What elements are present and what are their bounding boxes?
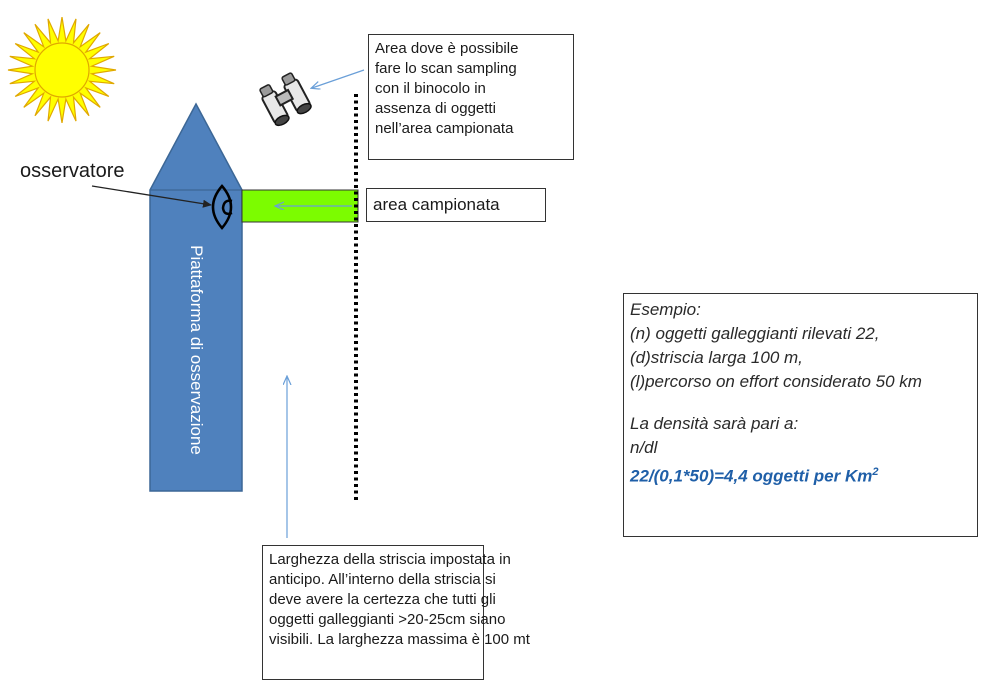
density-result-exponent: 2 (872, 466, 879, 478)
note-line: deve avere la certezza che tutti gli (269, 591, 496, 608)
sun-icon (7, 17, 117, 123)
example-line: (d)striscia larga 100 m, (630, 348, 803, 367)
example-line: (l)percorso on effort considerato 50 km (630, 372, 922, 391)
sampled-area-text: area campionata (373, 195, 500, 214)
eye-icon (211, 184, 233, 230)
example-heading: Esempio: (630, 300, 701, 319)
density-result-text: 22/(0,1*50)=4,4 oggetti per Km (630, 466, 873, 486)
density-formula: n/dl (630, 438, 658, 457)
note-line: oggetti galleggianti >20-25cm siano (269, 611, 506, 628)
note-line: con il binocolo in (375, 80, 486, 97)
density-heading: La densità sarà pari a: (630, 414, 799, 433)
platform-label: Piattaforma di osservazione (187, 245, 206, 455)
note-line: visibili. La larghezza massima è 100 mt (269, 631, 530, 648)
note-line: Area dove è possibile (375, 40, 519, 57)
example-line: (n) oggetti galleggianti rilevati 22, (630, 324, 880, 343)
note-line: assenza di oggetti (375, 100, 496, 117)
observer-label: osservatore (20, 160, 125, 182)
note-line: nell’area campionata (375, 120, 514, 137)
example-box: Esempio: (n) oggetti galleggianti rileva… (623, 293, 978, 537)
scan-sampling-note: Area dove è possibile fare lo scan sampl… (368, 34, 574, 160)
density-result: 22/(0,1*50)=4,4 oggetti per Km2 (630, 460, 971, 489)
observation-platform (149, 102, 243, 492)
note-line: Larghezza della striscia impostata in (269, 551, 511, 568)
observer-pointer (91, 185, 212, 208)
binoculars-icon (259, 72, 312, 127)
arrow-to-binoculars (312, 69, 365, 88)
stripe-width-note: Larghezza della striscia impostata in an… (262, 545, 530, 680)
note-line: anticipo. All’interno della striscia si (269, 571, 496, 588)
sampled-area-label: area campionata (366, 188, 546, 222)
note-line: fare lo scan sampling (375, 60, 517, 77)
